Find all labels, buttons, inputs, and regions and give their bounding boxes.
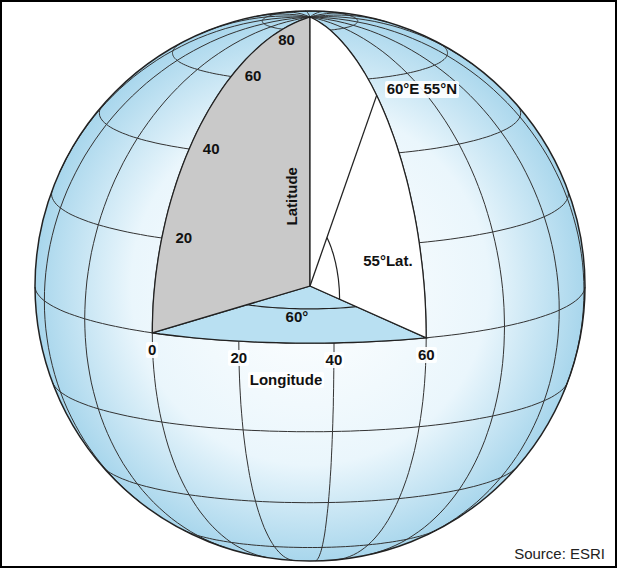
axis-title: Longitude xyxy=(248,372,324,389)
longitude-number: 60 xyxy=(416,347,437,364)
axis-title: Latitude xyxy=(284,167,301,225)
point-label: 60°E 55°N xyxy=(385,81,459,98)
angle-arc xyxy=(327,238,340,300)
globe-body xyxy=(35,11,585,561)
latitude-number: 80 xyxy=(278,32,295,49)
graticule-line xyxy=(310,17,426,560)
graticule-line xyxy=(310,17,559,535)
graticule-line xyxy=(35,287,585,343)
angle-label: 55°Lat. xyxy=(363,253,412,270)
meridian-plane xyxy=(310,17,426,338)
angle-label: 60° xyxy=(286,309,309,326)
graticule-line xyxy=(103,467,517,502)
latitude-number: 20 xyxy=(175,230,192,247)
graticule-line xyxy=(44,17,310,502)
latitude-number: 60 xyxy=(245,68,262,85)
graticule-line xyxy=(85,17,310,548)
graticule-line xyxy=(310,17,505,554)
longitude-number: 0 xyxy=(146,342,158,359)
graticule-line xyxy=(183,530,436,547)
longitude-number: 20 xyxy=(228,350,249,367)
globe-outline xyxy=(35,11,585,561)
prime-meridian-plane xyxy=(152,17,310,333)
graticule-line xyxy=(152,17,310,558)
latitude-number: 40 xyxy=(203,141,220,158)
source-note: Source: ESRI xyxy=(512,546,607,563)
longitude-number: 40 xyxy=(324,352,345,369)
graticule-line xyxy=(53,383,568,432)
